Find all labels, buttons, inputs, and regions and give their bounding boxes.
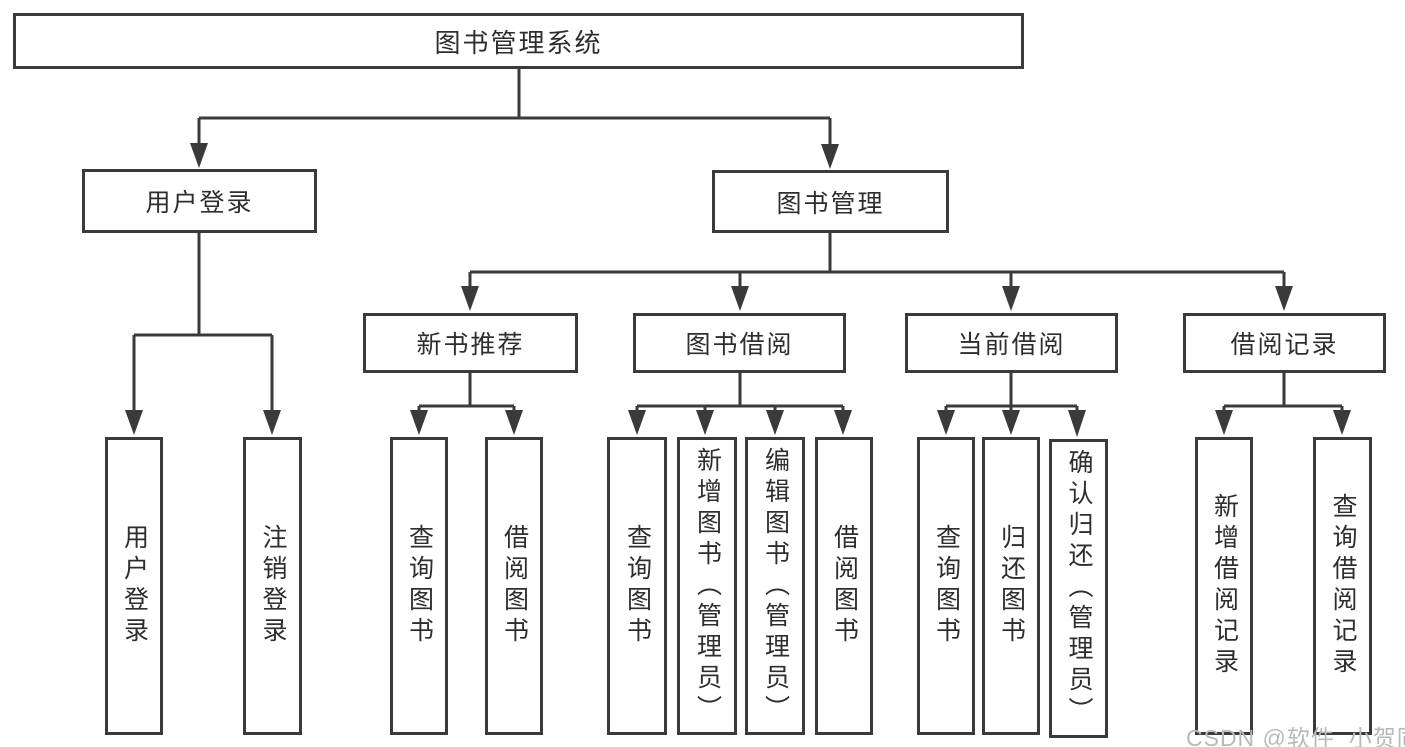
connector-root (197, 69, 832, 159)
arrow-down-icon (1215, 410, 1233, 435)
arrow-down-icon (1002, 286, 1020, 311)
node-leaf-confirm-return-admin: 确认归还（管理员） (1049, 439, 1108, 738)
connector-user-login (132, 233, 274, 426)
arrow-down-icon (1275, 286, 1293, 311)
arrow-down-icon (766, 410, 784, 435)
arrow-down-icon (628, 410, 646, 435)
node-leaf-query-books-1: 查询图书 (390, 437, 448, 735)
arrow-down-icon (1002, 410, 1020, 435)
node-leaf-query-books-2: 查询图书 (607, 437, 667, 735)
connector-book-management (468, 233, 1286, 302)
arrow-down-icon (696, 410, 714, 435)
arrow-down-icon (190, 143, 208, 168)
leaf-label: 归还图书 (997, 524, 1026, 648)
node-leaf-user-login: 用户登录 (105, 437, 163, 735)
node-leaf-borrow-books-2: 借阅图书 (815, 437, 873, 735)
leaf-label: 编辑图书（管理员） (761, 446, 790, 726)
arrowheads (125, 143, 1351, 437)
connector-borrow-records (1222, 373, 1344, 426)
arrow-down-icon (125, 410, 143, 435)
arrow-down-icon (834, 410, 852, 435)
csdn-watermark: CSDN @软件_小贺同学 (1186, 725, 1405, 747)
leaf-label: 查询图书 (932, 524, 961, 648)
node-leaf-logout: 注销登录 (243, 437, 302, 735)
node-leaf-query-books-3: 查询图书 (917, 437, 975, 735)
leaf-label: 新增借阅记录 (1210, 493, 1239, 679)
node-leaf-return-books: 归还图书 (982, 437, 1040, 735)
leaf-label: 查询借阅记录 (1329, 493, 1357, 679)
node-leaf-query-borrow-record: 查询借阅记录 (1313, 437, 1372, 735)
arrow-down-icon (461, 286, 479, 311)
arrow-down-icon (1068, 410, 1086, 437)
connector-book-borrow (635, 373, 845, 426)
node-library-management-system: 图书管理系统 (13, 13, 1024, 69)
node-leaf-borrow-books-1: 借阅图书 (485, 437, 543, 735)
node-book-borrow: 图书借阅 (633, 313, 846, 373)
node-user-login-branch: 用户登录 (82, 169, 317, 233)
node-leaf-add-borrow-record: 新增借阅记录 (1195, 437, 1253, 735)
arrow-down-icon (1333, 410, 1351, 435)
leaf-label: 注销登录 (259, 524, 287, 648)
node-new-book-recommend: 新书推荐 (363, 313, 578, 373)
arrow-down-icon (505, 410, 523, 435)
arrow-down-icon (821, 144, 839, 169)
leaf-label: 确认归还（管理员） (1065, 449, 1093, 728)
node-leaf-add-books-admin: 新增图书（管理员） (677, 437, 737, 735)
arrow-down-icon (731, 286, 749, 311)
node-current-borrow: 当前借阅 (905, 313, 1118, 373)
arrow-down-icon (937, 410, 955, 435)
arrow-down-icon (410, 410, 428, 435)
connector-new-book-recommend (417, 373, 516, 426)
leaf-label: 查询图书 (405, 524, 434, 648)
leaf-label: 用户登录 (120, 524, 149, 648)
node-book-management: 图书管理 (712, 170, 949, 233)
leaf-label: 借阅图书 (830, 524, 859, 648)
node-borrow-records: 借阅记录 (1183, 313, 1386, 373)
leaf-label: 新增图书（管理员） (693, 446, 722, 726)
arrow-down-icon (263, 410, 281, 435)
leaf-label: 查询图书 (623, 524, 652, 648)
node-leaf-edit-books-admin: 编辑图书（管理员） (745, 437, 805, 735)
leaf-label: 借阅图书 (500, 524, 529, 648)
